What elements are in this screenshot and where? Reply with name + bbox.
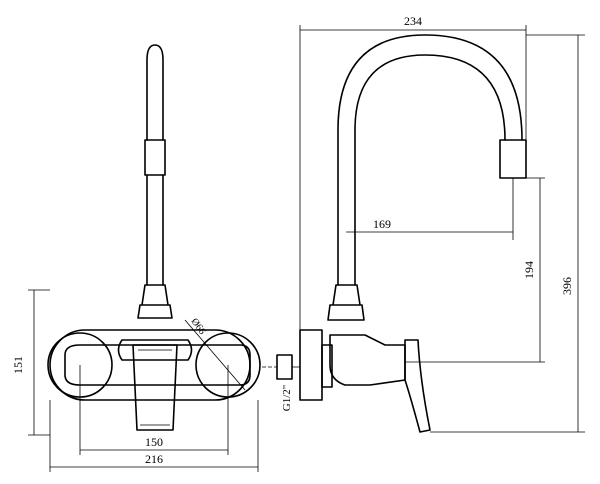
dim-234-label: 234	[404, 14, 422, 28]
dim-216-label: 216	[145, 452, 163, 466]
dim-phi66-label: Ø66	[189, 316, 208, 336]
dim-body-height: 151	[11, 289, 50, 436]
side-lever	[404, 339, 431, 433]
dim-169-label: 169	[373, 217, 391, 231]
dim-150-label: 150	[145, 435, 163, 449]
riser-tube	[146, 44, 164, 286]
dim-escutcheon: Ø66	[184, 316, 246, 391]
dim-overall-width: 234	[299, 14, 527, 330]
spout-inner	[354, 54, 506, 286]
riser-nut	[137, 284, 173, 319]
dim-overall-height: 396	[430, 34, 585, 433]
mixer-body	[117, 339, 193, 361]
dim-396-label: 396	[560, 277, 574, 295]
dim-thread-label: G1/2"	[281, 385, 293, 412]
dim-inlet-spacing: 150	[79, 365, 229, 455]
wall-flange	[299, 329, 323, 401]
dim-151-label: 151	[11, 356, 25, 374]
riser-collar	[144, 139, 166, 176]
stem-nut	[327, 284, 365, 321]
lever-handle	[132, 344, 178, 431]
inlet-fitting	[276, 354, 293, 380]
connector-arms	[64, 344, 251, 386]
side-view	[262, 34, 527, 433]
dim-spout-height: 194	[405, 177, 545, 363]
dim-cover-span: 216	[49, 400, 259, 472]
inlet-pipe	[321, 344, 333, 388]
side-body	[329, 334, 406, 386]
spout-end-collar	[499, 139, 527, 179]
dim-spout-reach: 169	[346, 178, 514, 240]
lever-handle-inner	[138, 349, 172, 426]
spout-outer	[337, 34, 523, 286]
dim-194-label: 194	[522, 261, 536, 279]
front-view	[47, 44, 261, 431]
